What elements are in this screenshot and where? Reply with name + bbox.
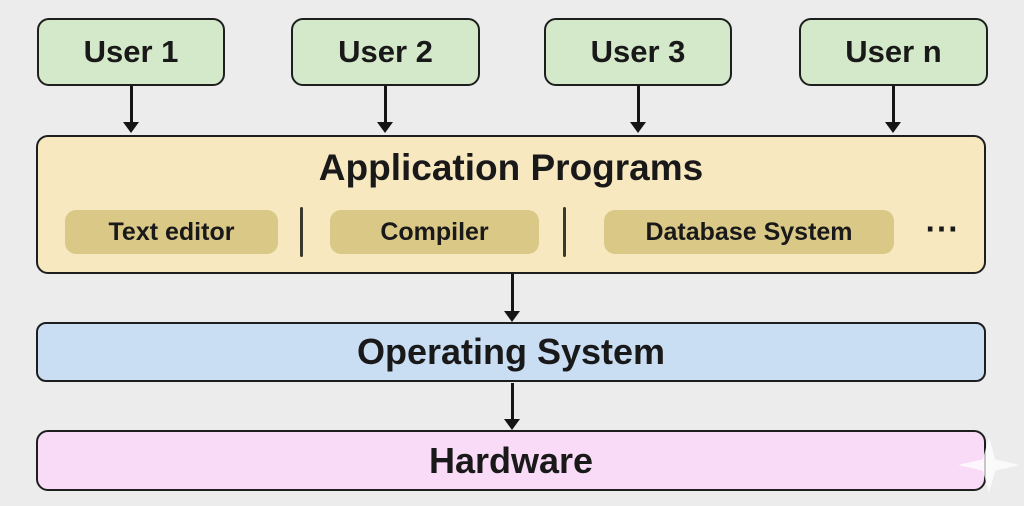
arrow-head-icon [504,311,520,322]
arrow-user3-to-apps [630,86,646,133]
hardware-label: Hardware [428,439,594,481]
operating-system-label: Operating System [356,331,666,372]
program-text-editor-label: Text editor [108,217,235,246]
arrow-apps-to-os [504,274,520,322]
user-2-box: User 2 [291,18,480,86]
user-1-box: User 1 [37,18,225,86]
arrow-head-icon [123,122,139,133]
application-programs-title: Application Programs [318,147,704,188]
program-divider [563,207,566,257]
user-2-label: User 2 [338,34,433,69]
application-programs-box: Application Programs Text editor Compile… [36,135,986,274]
user-n-box: User n [799,18,988,86]
operating-system-box: Operating System [36,322,986,382]
program-database-system-label: Database System [645,217,853,246]
program-text-editor: Text editor [65,210,278,254]
user-1-label: User 1 [83,34,179,69]
program-compiler: Compiler [330,210,539,254]
arrow-shaft [510,274,514,311]
ellipsis-more-icon: ⋯ [924,210,960,248]
arrow-shaft [891,86,895,122]
user-3-box: User 3 [544,18,732,86]
arrow-head-icon [630,122,646,133]
arrow-user1-to-apps [123,86,139,133]
arrow-head-icon [885,122,901,133]
arrow-head-icon [377,122,393,133]
user-n-label: User n [845,34,942,69]
arrow-user2-to-apps [377,86,393,133]
user-3-label: User 3 [590,34,686,69]
arrow-shaft [129,86,133,122]
arrow-shaft [383,86,387,122]
arrow-head-icon [504,419,520,430]
arrow-os-to-hardware [504,383,520,430]
program-compiler-label: Compiler [380,217,489,246]
hardware-box: Hardware [36,430,986,491]
program-database-system: Database System [604,210,894,254]
program-divider [300,207,303,257]
arrow-usern-to-apps [885,86,901,133]
arrow-shaft [636,86,640,122]
arrow-shaft [510,383,514,419]
